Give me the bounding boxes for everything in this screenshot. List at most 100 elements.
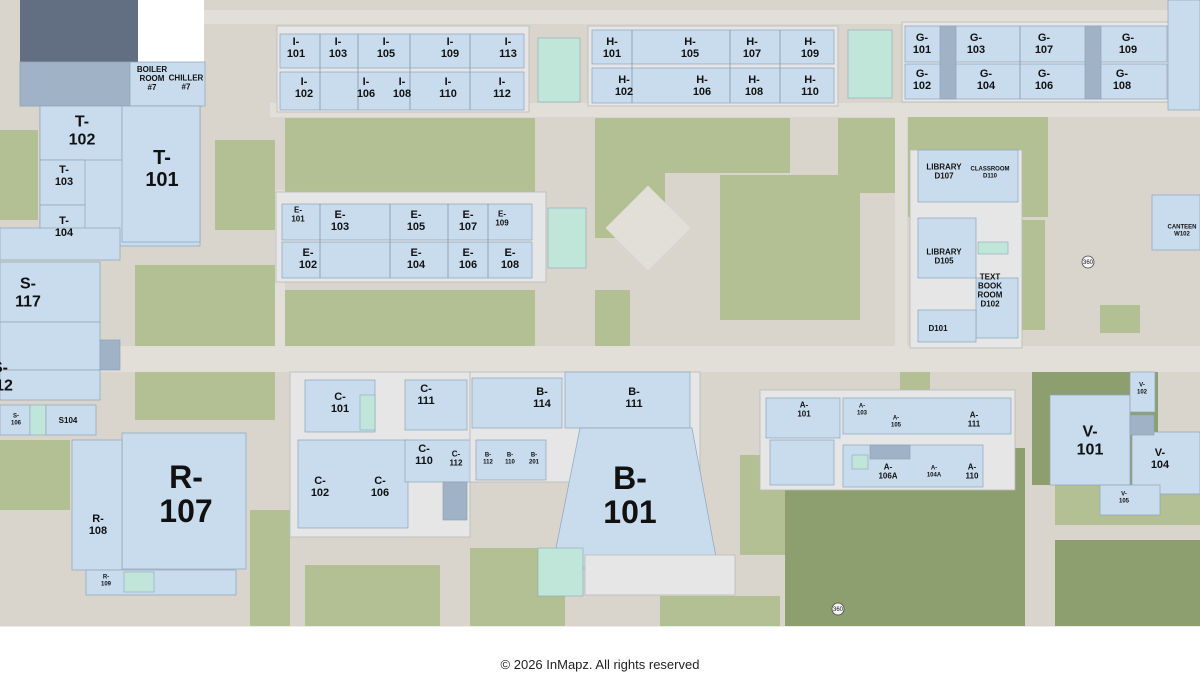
wing-t[interactable] (19, 61, 206, 251)
room-label-d101[interactable]: D101 (928, 324, 948, 333)
room-label-b-101[interactable]: B-101 (603, 460, 656, 530)
room-label-i-105[interactable]: I-105 (377, 36, 395, 60)
room-label-e-105[interactable]: E-105 (407, 209, 425, 233)
map-canvas[interactable]: 360 360 I-101I-103I-105I-109I-113I-102I-… (0, 0, 1200, 626)
room-label-c-101[interactable]: C-101 (331, 391, 349, 415)
room-label-t-101[interactable]: T-101 (145, 147, 178, 191)
room-label-r-107[interactable]: R-107 (159, 459, 212, 529)
room-label-h-107[interactable]: H-107 (743, 36, 761, 60)
room-label-s104[interactable]: S104 (59, 416, 78, 425)
room-label-r-108[interactable]: R-108 (89, 513, 107, 537)
room-label-b-201[interactable]: B-201 (529, 453, 540, 466)
wing-s[interactable] (0, 227, 121, 436)
room-label-h-110[interactable]: H-110 (801, 74, 819, 98)
wing-a[interactable] (759, 389, 1016, 491)
room-label-g-109[interactable]: G-109 (1119, 32, 1137, 56)
room-label-a-103[interactable]: A-103 (857, 404, 868, 417)
map-badge: 360 (831, 602, 845, 616)
room-label-b-112[interactable]: B-112 (483, 453, 493, 466)
room-label-g-106[interactable]: G-106 (1035, 68, 1053, 92)
room-label-v-105[interactable]: V-105 (1119, 492, 1130, 505)
copyright-text: © 2026 InMapz. All rights reserved (500, 657, 700, 672)
room-label-a-104a[interactable]: A-104A (927, 466, 942, 479)
room-label-e-108[interactable]: E-108 (501, 247, 519, 271)
room-label-c-102[interactable]: C-102 (311, 475, 329, 499)
room-label-a-110[interactable]: A-110 (966, 462, 979, 480)
room-label-a-101[interactable]: A-101 (797, 400, 811, 418)
room-label-i-103[interactable]: I-103 (329, 36, 347, 60)
room-label-g-102[interactable]: G-102 (913, 68, 931, 92)
room-label-r-109[interactable]: R-109 (101, 575, 112, 588)
room-label-v-101[interactable]: V-101 (1077, 424, 1104, 459)
room-label-i-108[interactable]: I-108 (393, 76, 411, 100)
wing-i[interactable] (276, 25, 581, 113)
room-label-e-102[interactable]: E-102 (299, 247, 317, 271)
room-label-g-108[interactable]: G-108 (1113, 68, 1131, 92)
room-label-g-101[interactable]: G-101 (913, 32, 931, 56)
room-label-i-106[interactable]: I-106 (357, 76, 375, 100)
room-label-t-102[interactable]: T-102 (69, 114, 96, 149)
room-label-e-103[interactable]: E-103 (331, 209, 349, 233)
svg-text:360: 360 (833, 607, 844, 613)
room-label-i-101[interactable]: I-101 (287, 36, 305, 60)
room-label-i-109[interactable]: I-109 (441, 36, 459, 60)
room-label-i-113[interactable]: I-113 (499, 36, 517, 60)
room-label-h-101[interactable]: H-101 (603, 36, 621, 60)
room-label-b-114[interactable]: B-114 (533, 386, 552, 410)
room-label-v-104[interactable]: V-104 (1151, 447, 1170, 471)
room-label-c-106[interactable]: C-106 (371, 475, 389, 499)
room-label-e-106[interactable]: E-106 (459, 247, 477, 271)
room-label-g-104[interactable]: G-104 (977, 68, 996, 92)
wing-h[interactable] (587, 25, 893, 107)
room-label-s-112[interactable]: S-112 (0, 360, 13, 395)
room-label-a-106a[interactable]: A-106A (878, 462, 897, 480)
wing-c[interactable] (289, 371, 478, 538)
footer: © 2026 InMapz. All rights reserved (0, 626, 1200, 676)
room-label-i-110[interactable]: I-110 (439, 76, 457, 100)
room-label-chiller[interactable]: CHILLER#7 (169, 73, 204, 91)
room-label-c-111[interactable]: C-111 (417, 383, 434, 407)
open-lot (138, 0, 204, 62)
room-label-h-106[interactable]: H-106 (693, 74, 711, 98)
wing-b[interactable] (469, 371, 736, 597)
room-label-c-112[interactable]: C-112 (450, 449, 463, 467)
room-label-g-103[interactable]: G-103 (967, 32, 985, 56)
room-label-c-110[interactable]: C-110 (415, 443, 433, 467)
room-label-e-109[interactable]: E-109 (495, 209, 509, 227)
svg-text:360: 360 (1083, 260, 1094, 266)
room-label-h-105[interactable]: H-105 (681, 36, 699, 60)
room-label-t-103[interactable]: T-103 (55, 164, 73, 188)
room-label-b-110[interactable]: B-110 (505, 453, 515, 466)
wing-r[interactable] (71, 432, 247, 596)
room-label-t-104[interactable]: T-104 (55, 215, 74, 239)
room-label-i-102[interactable]: I-102 (295, 76, 313, 100)
room-label-a-105[interactable]: A-105 (891, 416, 902, 429)
wing-g[interactable] (901, 0, 1200, 111)
room-label-s-106[interactable]: S-106 (11, 414, 22, 427)
room-label-h-102[interactable]: H-102 (615, 74, 633, 98)
room-label-i-112[interactable]: I-112 (493, 76, 511, 100)
room-label-b-111[interactable]: B-111 (625, 386, 642, 410)
room-label-v-102[interactable]: V-102 (1137, 383, 1148, 396)
map-badge: 360 (1081, 255, 1095, 269)
roof-block (20, 0, 138, 62)
room-label-e-101[interactable]: E-101 (291, 205, 305, 223)
room-label-e-104[interactable]: E-104 (407, 247, 426, 271)
room-label-g-107[interactable]: G-107 (1035, 32, 1053, 56)
wing-v[interactable] (1049, 371, 1200, 516)
room-label-a-111[interactable]: A-111 (968, 410, 981, 428)
wing-d[interactable] (909, 149, 1200, 349)
room-label-e-107[interactable]: E-107 (459, 209, 477, 233)
wing-e[interactable] (275, 191, 587, 283)
room-label-s-117[interactable]: S-117 (15, 276, 41, 311)
room-label-h-108[interactable]: H-108 (745, 74, 763, 98)
room-label-h-109[interactable]: H-109 (801, 36, 819, 60)
